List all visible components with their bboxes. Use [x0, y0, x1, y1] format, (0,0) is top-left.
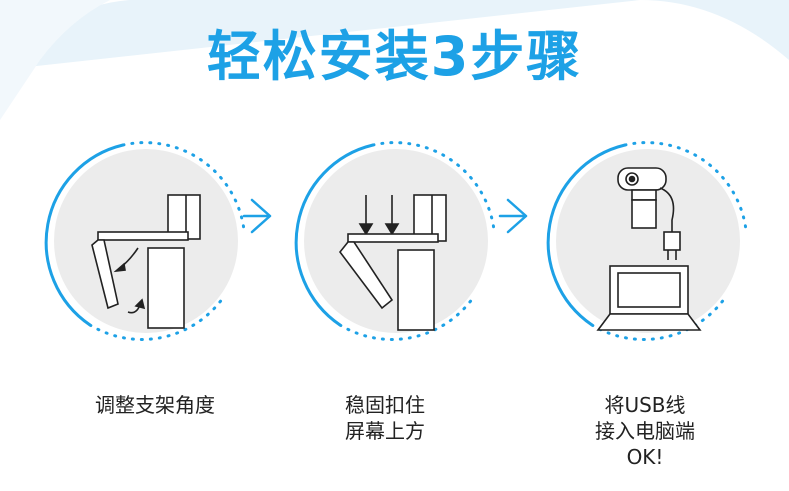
monitor-clip-press-icon: [338, 194, 447, 331]
step-3-circle: [546, 141, 748, 341]
chevron-right-icon: [498, 198, 528, 234]
webcam-usb-laptop-icon: [596, 167, 702, 331]
step-1-caption: 调整支架角度: [70, 392, 240, 418]
steps-diagram: [44, 141, 748, 341]
step-1-circle: [44, 141, 246, 341]
chevron-right-icon: [242, 198, 272, 234]
step-2-line-2: 屏幕上方: [345, 419, 425, 443]
step-3-line-1: 将USB线: [604, 393, 686, 417]
step-1-line-1: 调整支架角度: [95, 393, 215, 417]
step-3-caption: 将USB线 接入电脑端 OK!: [560, 392, 730, 470]
monitor-clip-adjust-icon: [91, 194, 201, 329]
step-3-line-3: OK!: [626, 445, 664, 469]
step-3-line-2: 接入电脑端: [595, 419, 695, 443]
step-2-caption: 稳固扣住 屏幕上方: [300, 392, 470, 444]
page-title: 轻松安装3步骤: [206, 25, 583, 88]
step-2-line-1: 稳固扣住: [345, 393, 425, 417]
